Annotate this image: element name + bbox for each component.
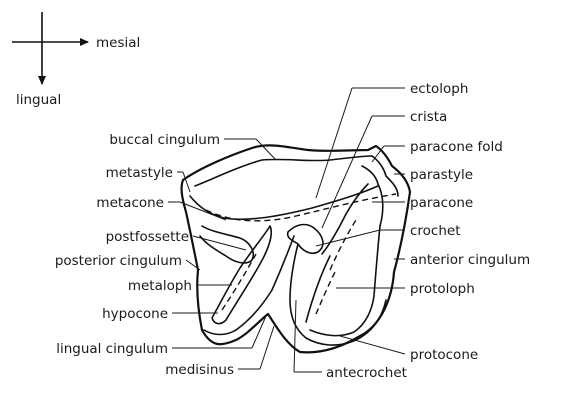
label-metacone: metacone — [96, 195, 164, 211]
label-postfossette: postfossette — [106, 229, 189, 245]
label-medisinus: medisinus — [165, 362, 234, 378]
label-paracone: paracone — [410, 195, 473, 211]
label-parastyle: parastyle — [410, 167, 473, 183]
label-crista: crista — [410, 109, 447, 125]
label-ectoloph: ectoloph — [410, 81, 468, 97]
mesial-label: mesial — [96, 35, 140, 51]
label-antecrochet: antecrochet — [326, 365, 407, 381]
label-metastyle: metastyle — [106, 165, 173, 181]
label-paracone-fold: paracone fold — [410, 139, 503, 155]
label-metaloph: metaloph — [128, 278, 192, 294]
label-crochet: crochet — [410, 223, 461, 239]
label-protoloph: protoloph — [410, 281, 475, 297]
label-buccal-cingulum: buccal cingulum — [109, 132, 220, 148]
label-hypocone: hypocone — [102, 306, 168, 322]
label-posterior-cingulum: posterior cingulum — [55, 253, 182, 269]
lingual-label: lingual — [16, 92, 61, 108]
orientation-compass: mesial lingual — [12, 12, 140, 108]
label-lingual-cingulum: lingual cingulum — [56, 341, 168, 357]
label-anterior-cingulum: anterior cingulum — [410, 252, 530, 268]
label-protocone: protocone — [410, 347, 478, 363]
